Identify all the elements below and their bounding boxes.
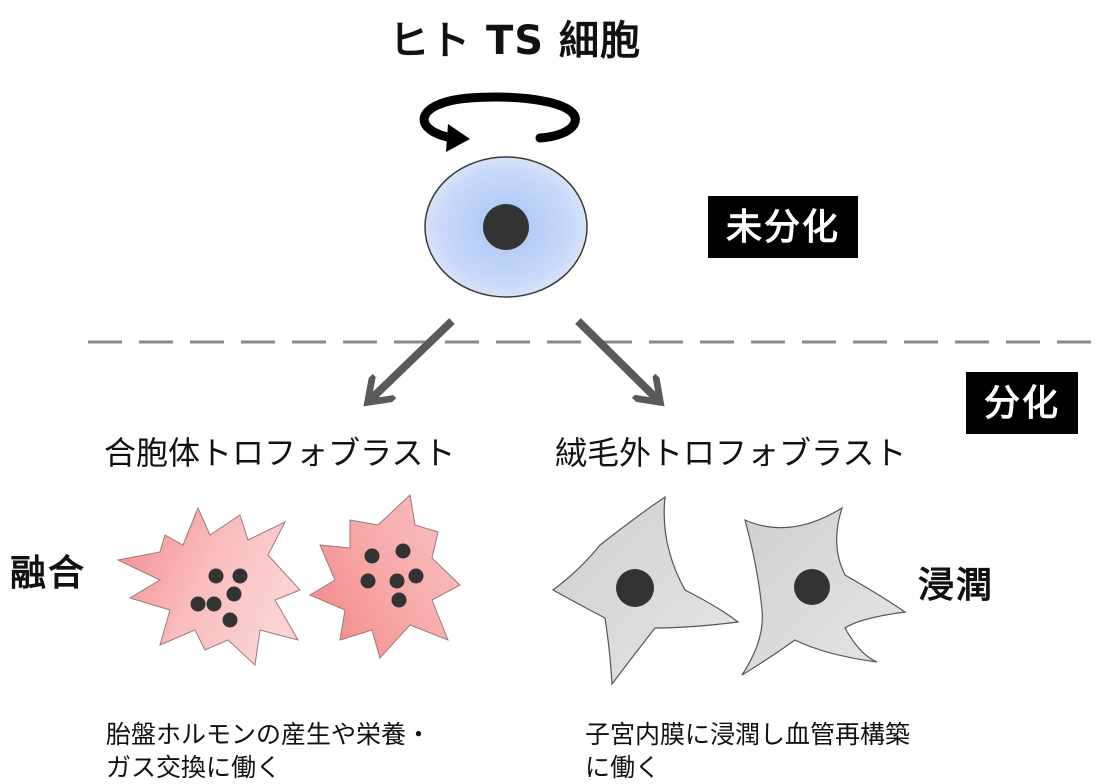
stem-cell-nucleus	[483, 204, 529, 250]
gray-cell-right-nucleus	[794, 569, 830, 605]
description-line: ガス交換に働く	[106, 753, 282, 782]
diagram-title: ヒト TS 細胞	[389, 18, 641, 64]
pink-cell-right-nuclei	[360, 543, 424, 608]
differentiated-badge: 分化	[966, 372, 1079, 434]
gray-cell-left-nucleus	[616, 569, 654, 607]
arrow-to-syncytiotrophoblast	[370, 318, 455, 400]
pink-cell-left	[116, 506, 301, 667]
pink-cell-left-nuclei	[190, 568, 248, 628]
extravillous-trophoblast-label: 絨毛外トロフォブラスト	[555, 434, 907, 472]
self-renewal-arrow-icon	[419, 92, 580, 152]
extravillous-trophoblast-cells	[551, 495, 907, 686]
ts-stem-cell	[424, 156, 588, 298]
syncytiotrophoblast-description: 胎盤ホルモンの産生や栄養・ ガス交換に働く	[106, 718, 431, 784]
description-line: 子宮内膜に浸潤し血管再構築	[585, 720, 911, 749]
pink-cell-right	[308, 493, 461, 660]
differentiation-arrows	[370, 318, 658, 400]
arrow-to-extravillous-trophoblast	[575, 318, 658, 400]
description-line: 胎盤ホルモンの産生や栄養・	[106, 720, 432, 749]
fusion-label: 融合	[10, 553, 87, 594]
invasion-label: 浸潤	[918, 565, 995, 606]
description-line: に働く	[585, 753, 661, 782]
extravillous-trophoblast-description: 子宮内膜に浸潤し血管再構築 に働く	[585, 718, 910, 784]
undifferentiated-badge: 未分化	[708, 196, 859, 258]
syncytiotrophoblast-cells	[116, 493, 461, 667]
syncytiotrophoblast-label: 合胞体トロフォブラスト	[104, 434, 456, 472]
